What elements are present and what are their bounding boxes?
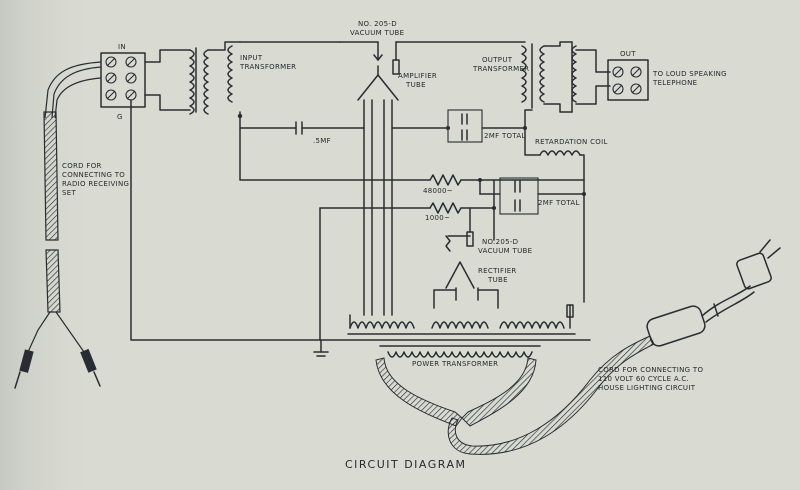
output-terminal-block: [571, 41, 649, 113]
output-transformer-label-1: OUTPUT: [482, 56, 513, 64]
radio-cord-label-4: SET: [62, 189, 76, 197]
power-transformer-label: POWER TRANSFORMER: [412, 360, 498, 368]
house-cord-label-3: HOUSE LIGHTING CIRCUIT: [598, 384, 696, 392]
input-terminal-block: [100, 52, 146, 108]
power-plug: [646, 239, 781, 347]
cap-5mf-label: .5MF: [313, 137, 331, 145]
radio-cord-label-1: CORD FOR: [62, 162, 102, 170]
ground-symbol: [313, 339, 329, 357]
loud-speaker-label-2: TELEPHONE: [652, 79, 697, 87]
input-transformer-label-1: INPUT: [240, 54, 263, 62]
resistor-1000: [319, 202, 495, 341]
house-cord-label-1: CORD FOR CONNECTING TO: [598, 366, 703, 374]
radio-plugs: [14, 311, 101, 389]
filter-capacitor-bottom: [478, 177, 586, 241]
cap-2mf-label-b: 2MF TOTAL: [538, 199, 580, 207]
rectifier-label-1: RECTIFIER: [478, 267, 517, 275]
power-transformer-secondaries: [347, 304, 576, 335]
ground-bus: [130, 99, 591, 341]
loud-speaker-label-1: TO LOUD SPEAKING: [652, 70, 727, 78]
retardation-coil: [523, 126, 585, 303]
rectifier-tube: [433, 207, 499, 309]
radio-cord-label-2: CONNECTING TO: [62, 171, 125, 179]
cap-2mf-label-a: 2MF TOTAL: [484, 132, 526, 140]
diagram-caption: CIRCUIT DIAGRAM: [345, 458, 467, 471]
radio-cord-label-3: RADIO RECEIVING: [62, 180, 129, 188]
retardation-coil-label: RETARDATION COIL: [535, 138, 608, 146]
house-cord-label-2: 110 VOLT 60 CYCLE A.C.: [598, 375, 689, 383]
input-cord-upper: [44, 61, 102, 119]
rectifier-label-2: TUBE: [487, 276, 508, 284]
radio-cord-lower: [45, 249, 61, 313]
g-terminal-label: G: [117, 113, 123, 121]
amp-tube-top-label-2: VACUUM TUBE: [350, 29, 404, 37]
filter-capacitor-top: [391, 109, 533, 143]
coupling-capacitor: [237, 111, 365, 135]
rect-tube-label-1: NO.205-D: [482, 238, 518, 246]
radio-cord: [43, 111, 59, 241]
amplifier-tube-label-1: AMPLIFIER: [398, 72, 437, 80]
input-transformer-label-2: TRANSFORMER: [239, 63, 296, 71]
in-label: IN: [118, 43, 126, 51]
amp-tube-top-label-1: NO. 205-D: [358, 20, 397, 28]
resistor-1000-label: 1000~: [425, 214, 450, 222]
output-transformer: [395, 41, 573, 113]
input-transformer: [144, 41, 341, 115]
rect-tube-label-2: VACUUM TUBE: [478, 247, 532, 255]
output-transformer-label-2: TRANSFORMER: [472, 65, 529, 73]
resistor-48000-label: 48000~: [423, 187, 453, 195]
out-label: OUT: [620, 50, 636, 58]
power-transformer-primary: [379, 345, 541, 358]
amplifier-tube-label-2: TUBE: [405, 81, 426, 89]
